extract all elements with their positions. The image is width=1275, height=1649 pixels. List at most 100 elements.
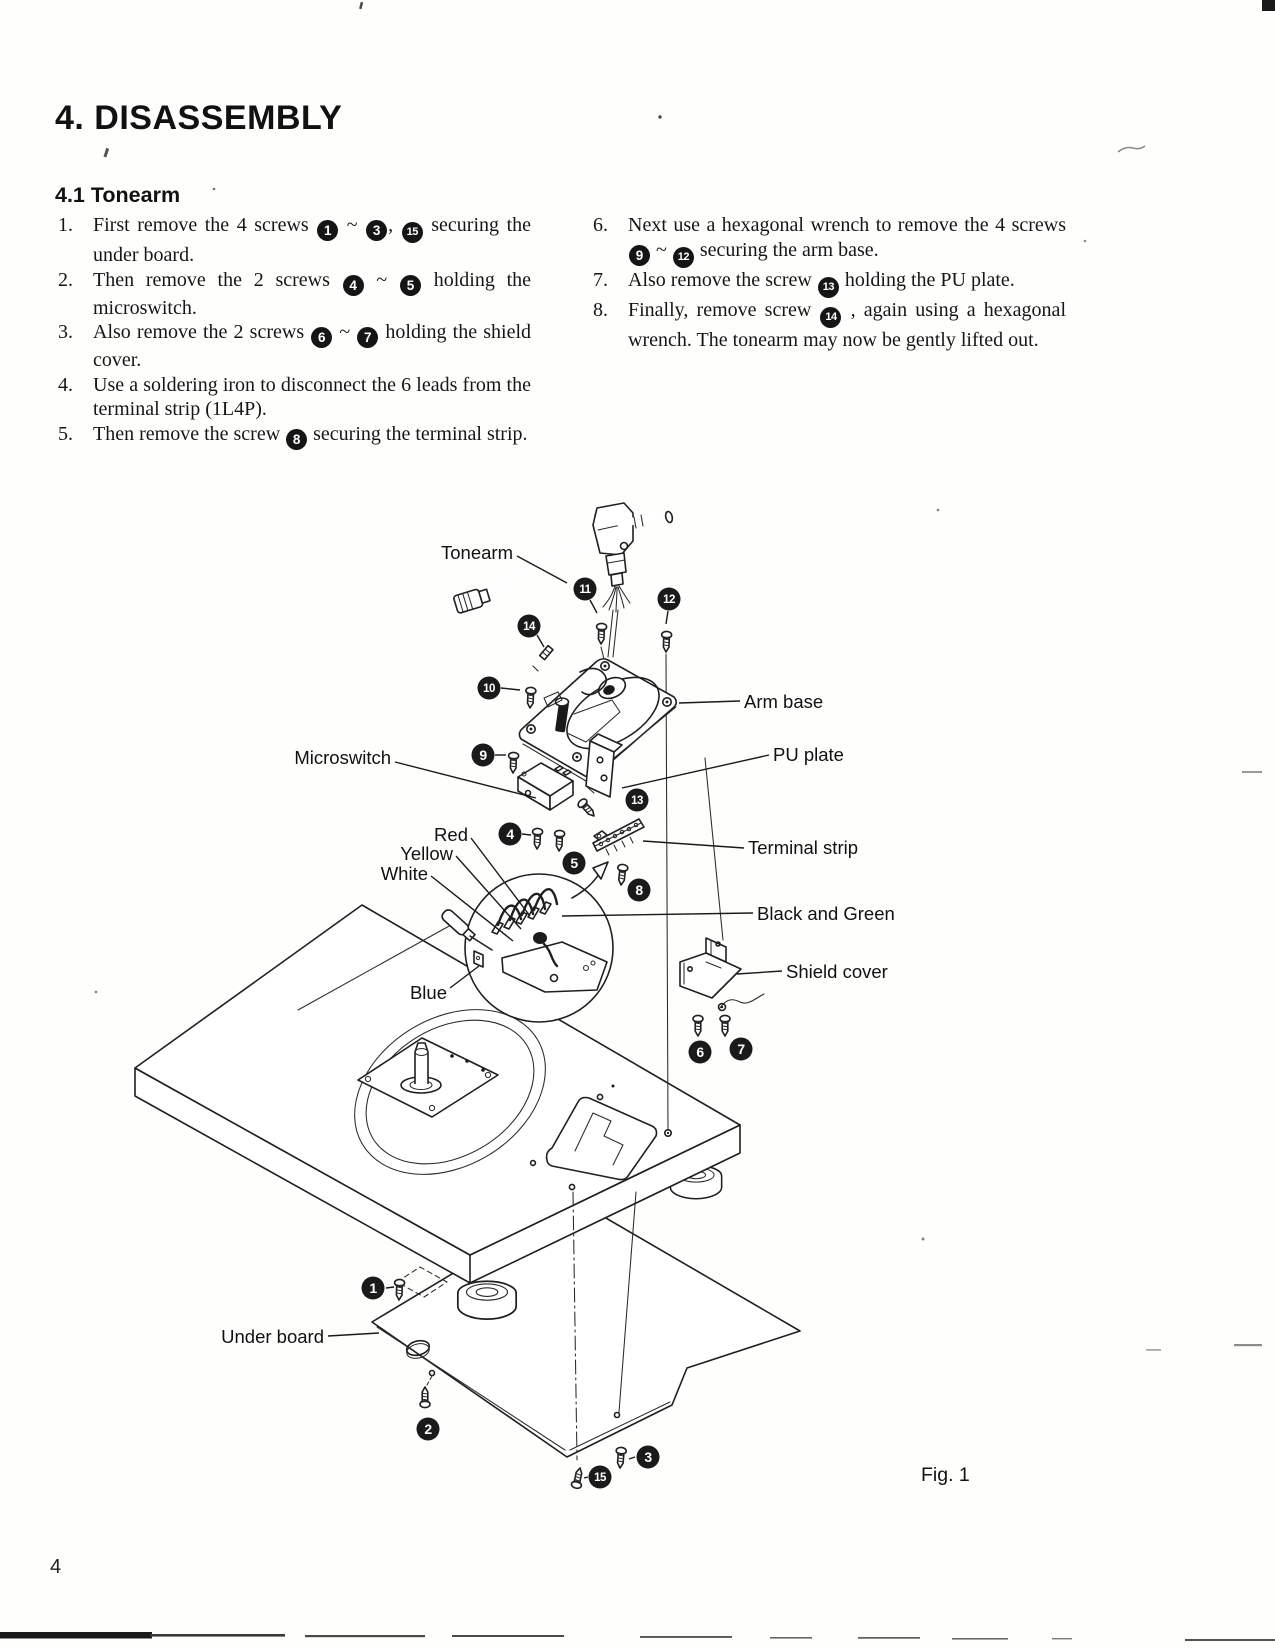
- screw-callout-13: 13: [625, 788, 649, 812]
- screw-callout-badge: 1: [317, 220, 339, 241]
- label-leader-line: [736, 970, 783, 975]
- svg-text:1: 1: [369, 1280, 377, 1296]
- instruction-step: 3.Also remove the 2 screws 6 ~ 7 holding…: [58, 321, 531, 372]
- instruction-step: 7.Also remove the screw 13 holding the P…: [592, 268, 1066, 298]
- screw-callout-badge: 14: [820, 306, 842, 328]
- label-leader-line: [327, 1332, 380, 1337]
- callout-leader-line: [628, 1456, 636, 1460]
- step-number: 1.: [58, 214, 73, 236]
- detail-circle: [441, 861, 614, 1023]
- step-number: 8.: [593, 298, 608, 321]
- svg-text:12: 12: [663, 594, 675, 606]
- callout-leader-line: [500, 687, 521, 691]
- screw-callout-badge: 9: [629, 244, 650, 266]
- figure-label-blue: Blue: [410, 982, 447, 1003]
- label-leader-line: [516, 555, 568, 584]
- callout-leader-line: [583, 1476, 589, 1479]
- screw-callout-7: 7: [729, 1037, 753, 1061]
- step-number: 2.: [58, 268, 73, 291]
- screw-callout-6: 6: [688, 1040, 712, 1064]
- instruction-step: 1.First remove the 4 screws 1 ~ 3, 15 se…: [58, 214, 531, 266]
- tonearm-leads: [602, 585, 631, 613]
- figure-label-pu-plate: PU plate: [773, 744, 844, 765]
- step-number: 6.: [593, 214, 608, 236]
- figure-label-white: White: [381, 863, 428, 884]
- svg-text:7: 7: [737, 1041, 745, 1057]
- screw-callout-11: 11: [573, 577, 597, 601]
- label-leader-line: [470, 837, 531, 917]
- pu-plate-drawing: [585, 733, 623, 798]
- screw-callout-badge: 7: [357, 327, 379, 349]
- screw-callout-badge: 12: [672, 246, 694, 268]
- callout-leader-line: [385, 1286, 395, 1289]
- label-leader-line: [449, 965, 480, 989]
- tonearm-drawing: [453, 502, 674, 614]
- section-heading: 4.1 Tonearm: [55, 183, 181, 207]
- screw-callout-15: 15: [588, 1465, 612, 1489]
- label-leader-line: [430, 875, 514, 942]
- label-leader-line: [621, 754, 770, 789]
- step-number: 7.: [593, 268, 608, 291]
- microswitch-drawing: [517, 762, 574, 811]
- instructions-right: 6.Next use a hexagonal wrench to remove …: [592, 213, 1066, 352]
- page-number: 4: [50, 1556, 62, 1578]
- screw-callout-10: 10: [477, 676, 501, 700]
- instruction-step: 5.Then remove the screw 8 securing the t…: [57, 422, 531, 450]
- instructions-column-left: 1.First remove the 4 screws 1 ~ 3, 15 se…: [57, 213, 531, 450]
- screw-callout-badge: 13: [817, 276, 839, 298]
- instruction-step: 8.Finally, remove screw 14 , again using…: [593, 298, 1066, 351]
- label-leader-line: [561, 912, 754, 917]
- callout-leader-line: [589, 599, 598, 614]
- wire-clip: [719, 993, 765, 1009]
- instruction-step: 6.Next use a hexagonal wrench to remove …: [592, 213, 1066, 268]
- step-number: 5.: [58, 422, 73, 445]
- callout-leader-line: [536, 634, 545, 648]
- screw-callout-5: 5: [562, 851, 586, 875]
- screw-callout-badge: 4: [342, 274, 364, 296]
- label-leader-line: [455, 855, 522, 930]
- hex-set-screw: [538, 644, 554, 661]
- svg-text:13: 13: [631, 795, 643, 807]
- screw-callout-badge: 3: [366, 220, 388, 241]
- svg-text:6: 6: [696, 1044, 704, 1060]
- screw-callout-8: 8: [627, 878, 651, 902]
- svg-text:9: 9: [479, 747, 487, 763]
- svg-text:5: 5: [570, 855, 578, 871]
- screw-callout-2: 2: [416, 1417, 440, 1441]
- svg-text:14: 14: [523, 621, 536, 633]
- screw-callout-14: 14: [517, 614, 541, 638]
- svg-text:15: 15: [594, 1472, 607, 1484]
- label-leader-line: [642, 840, 745, 849]
- screw-callout-badge: 8: [286, 428, 308, 450]
- instructions-column-right: 6.Next use a hexagonal wrench to remove …: [592, 213, 1066, 352]
- screws: [393, 622, 731, 1490]
- figure-label-terminal-strip: Terminal strip: [748, 837, 858, 858]
- figure-label-microswitch: Microswitch: [294, 747, 391, 768]
- instructions-left: 1.First remove the 4 screws 1 ~ 3, 15 se…: [57, 213, 531, 450]
- screw-callout-12: 12: [657, 587, 681, 611]
- screw-callout-3: 3: [636, 1445, 660, 1469]
- shield-cover-drawing: [679, 937, 765, 1012]
- svg-text:10: 10: [483, 683, 495, 695]
- label-leader-line: [394, 761, 537, 799]
- screw-callout-4: 4: [498, 822, 522, 846]
- page-title: 4. DISASSEMBLY: [55, 99, 343, 137]
- figure-label-black-and-green: Black and Green: [757, 903, 895, 924]
- svg-text:2: 2: [424, 1421, 432, 1437]
- figure-caption: Fig. 1: [921, 1464, 970, 1486]
- figure-label-yellow: Yellow: [400, 843, 453, 864]
- arm-base-drawing: [518, 658, 678, 790]
- svg-text:11: 11: [579, 584, 591, 596]
- figure-label-tonearm: Tonearm: [441, 542, 513, 563]
- instruction-step: 4.Use a soldering iron to disconnect the…: [58, 373, 531, 421]
- tonearm-plug: [453, 588, 491, 614]
- screw-callout-badge: 6: [311, 327, 333, 349]
- figure-label-shield-cover: Shield cover: [786, 961, 888, 982]
- step-number: 3.: [58, 321, 73, 344]
- svg-text:4: 4: [506, 826, 514, 842]
- callout-leader-line: [521, 833, 532, 836]
